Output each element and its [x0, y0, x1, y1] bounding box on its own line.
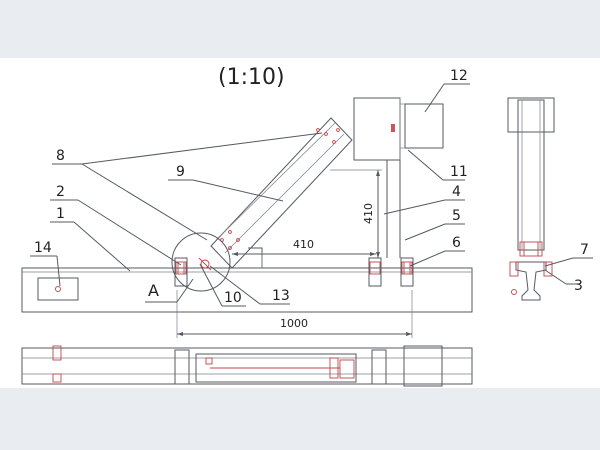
drawing-sheet: [0, 58, 600, 388]
callout-4: 4: [452, 184, 461, 200]
detail-circle-a: [171, 232, 231, 292]
callout-5: 5: [452, 208, 461, 224]
callout-7: 7: [580, 242, 589, 258]
right-clamp-2: [400, 257, 414, 287]
box-12: [404, 103, 444, 149]
dim-410-horizontal: 410: [232, 238, 376, 256]
svg-text:410: 410: [293, 238, 314, 251]
side-view: [507, 97, 555, 301]
callout-11: 11: [450, 164, 468, 180]
callout-1: 1: [56, 206, 65, 222]
svg-text:1000: 1000: [280, 317, 308, 330]
leaders: [30, 83, 593, 307]
front-view: [21, 97, 473, 313]
callout-2: 2: [56, 184, 65, 200]
callout-6: 6: [452, 235, 461, 251]
view-letter-a: A: [148, 281, 159, 300]
callout-9: 9: [176, 164, 185, 180]
callout-12: 12: [450, 68, 468, 84]
rail-profile: [515, 261, 547, 301]
svg-text:410: 410: [362, 203, 375, 224]
callout-labels: 12 11 4 5 6 8 9 2 1 14 10 13 7 3: [34, 68, 589, 306]
callout-8: 8: [56, 148, 65, 164]
right-clamp-1: [368, 257, 382, 287]
top-view: [21, 345, 473, 387]
dim-410-vertical: 410: [330, 169, 382, 258]
callout-10: 10: [224, 290, 242, 306]
left-clamp: [174, 257, 188, 287]
callout-3: 3: [574, 278, 583, 294]
diagonal-brace: [210, 117, 353, 269]
callout-14: 14: [34, 240, 52, 256]
scale-label: (1:10): [218, 65, 285, 90]
plate-14: [37, 277, 79, 301]
dim-1000: 1000: [176, 290, 413, 338]
callout-13: 13: [272, 288, 290, 304]
